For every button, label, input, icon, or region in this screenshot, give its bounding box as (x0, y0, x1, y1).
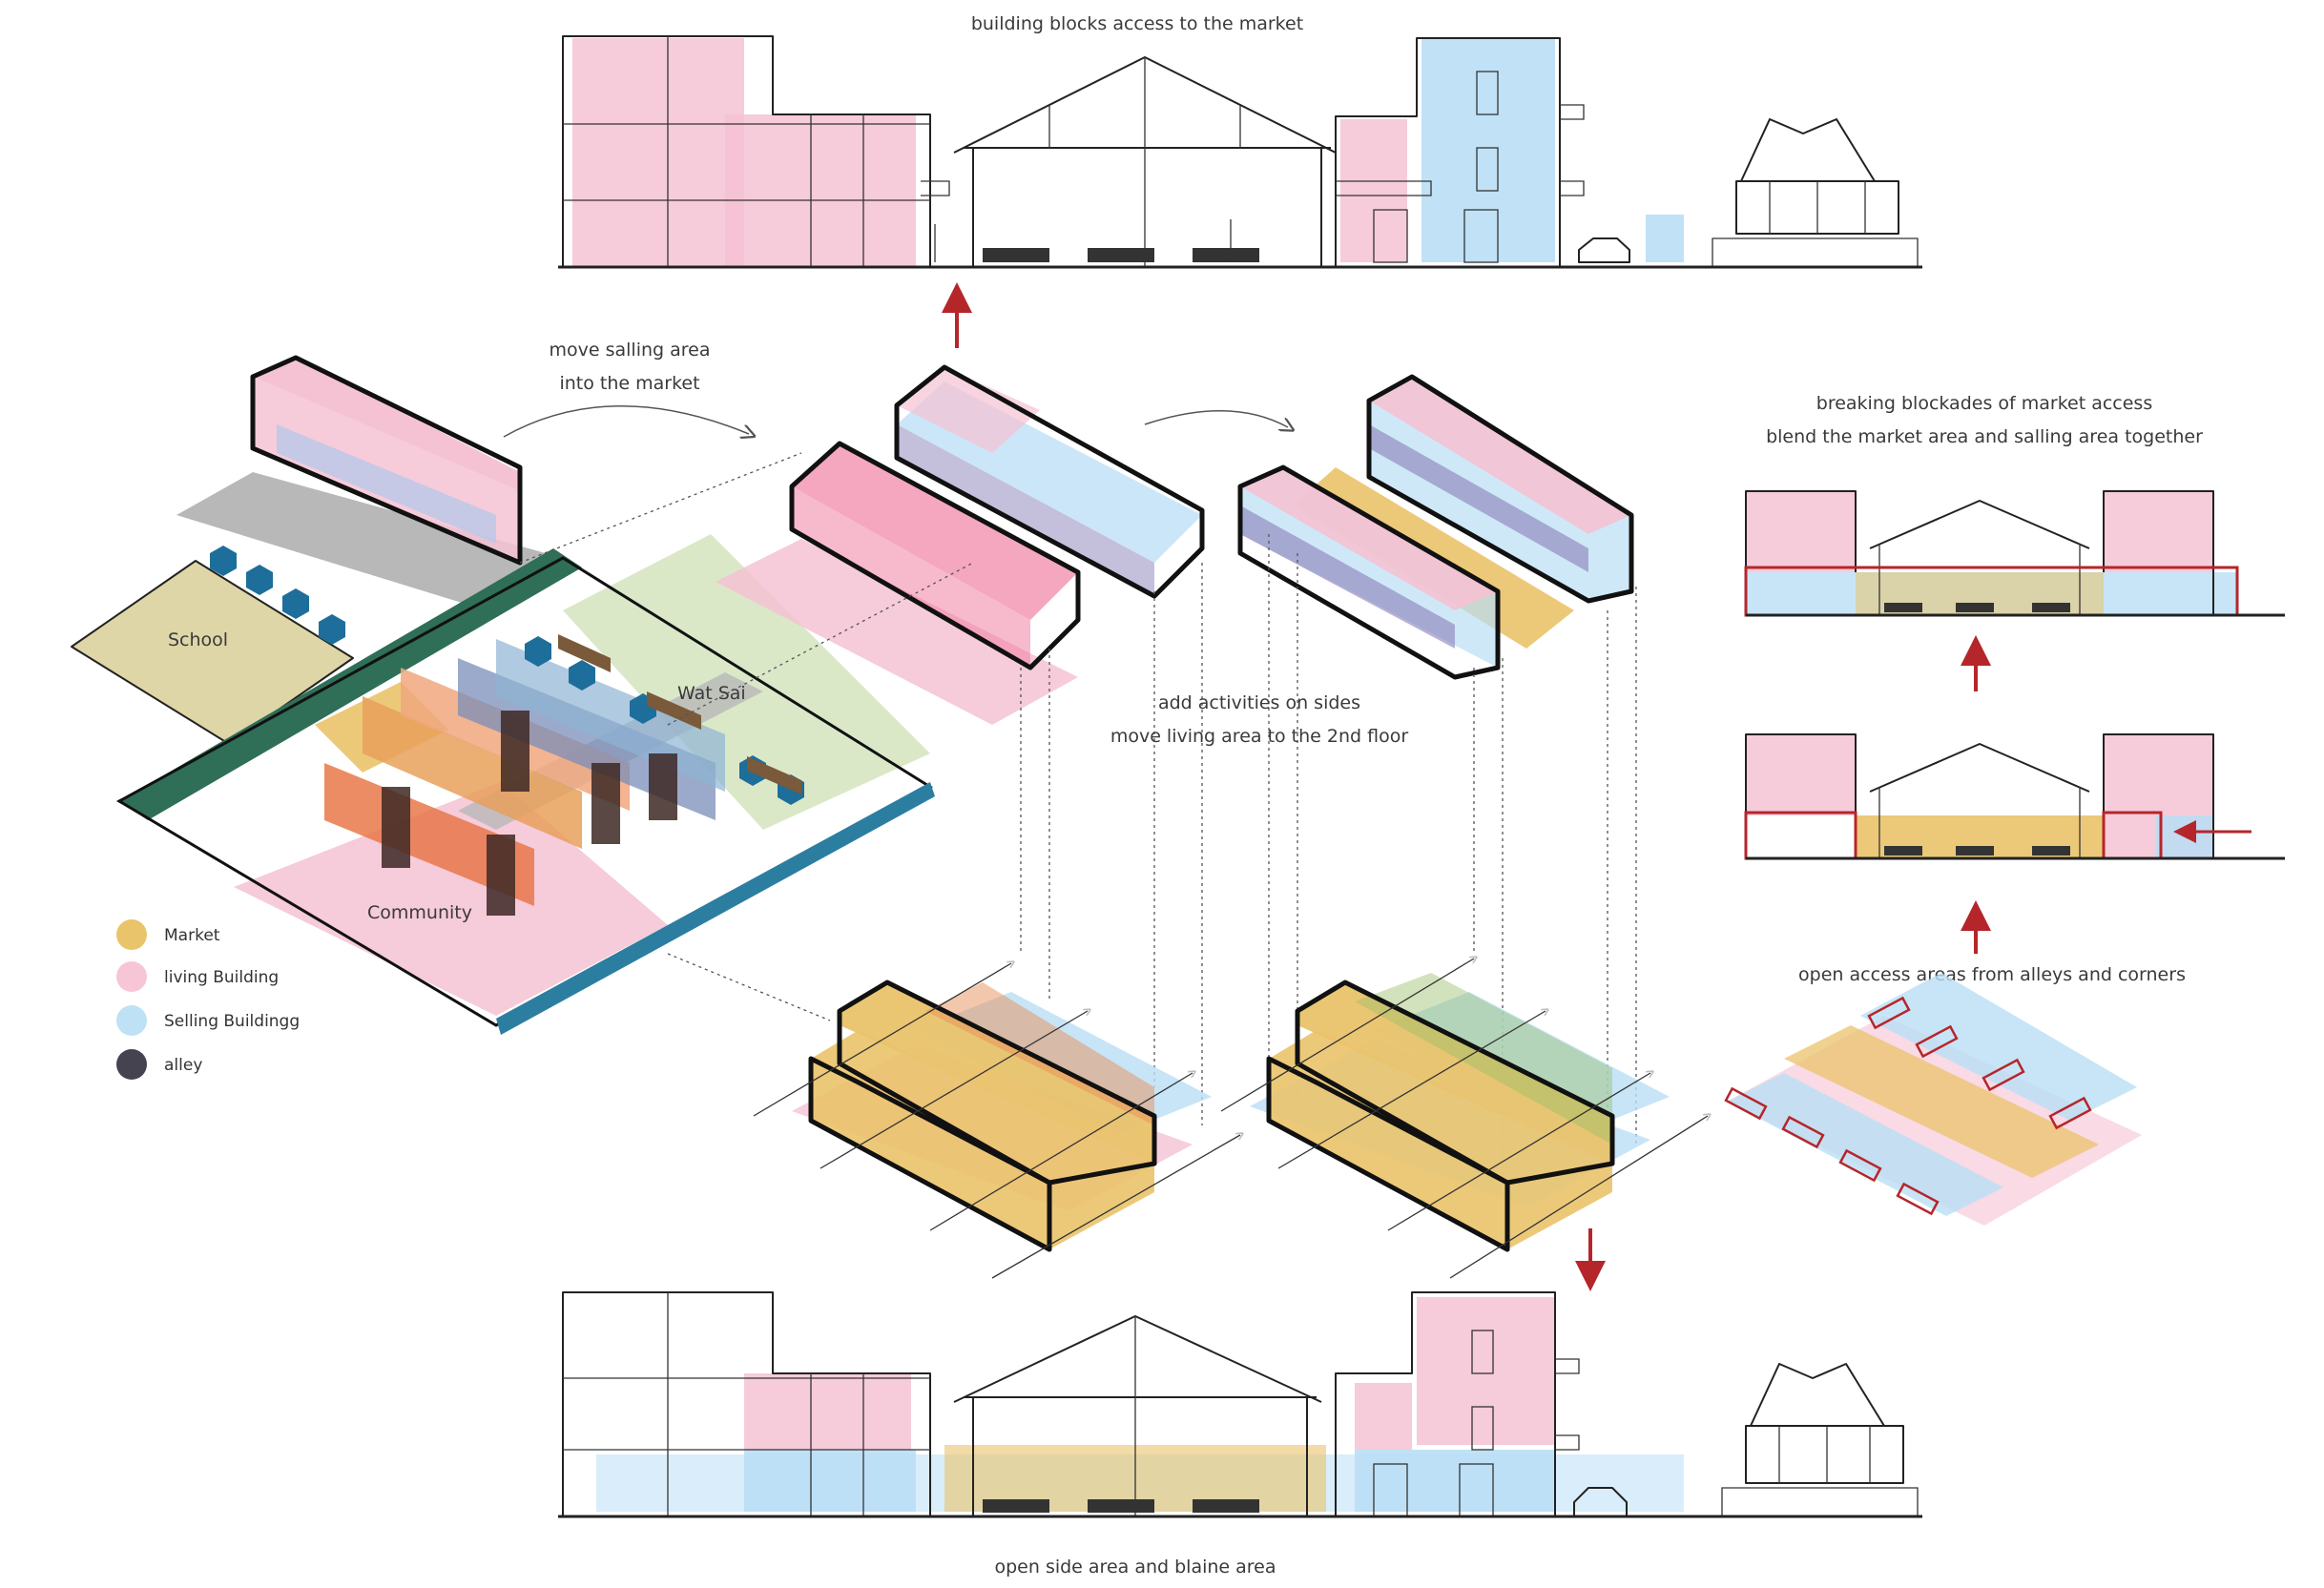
legend: Market living Building Selling Buildingg… (116, 919, 300, 1080)
middle-caption-line1: add activities on sides (1158, 692, 1360, 713)
market-blocks-2 (1220, 959, 1708, 1279)
market-blocks-1 (753, 963, 1240, 1279)
bottom-section (558, 1291, 1922, 1518)
site-label-school: School (168, 629, 228, 650)
right-top-caption-line1: breaking blockades of market access (1816, 393, 2152, 414)
legend-label-living: living Building (164, 968, 279, 987)
bottom-section-caption: open side area and blaine area (994, 1557, 1276, 1578)
arrow1-caption-line2: into the market (559, 373, 699, 394)
top-section-caption: building blocks access to the market (971, 13, 1303, 34)
middle-caption-line2: move living area to the 2nd floor (1110, 726, 1409, 747)
legend-swatch-living (116, 961, 147, 992)
access-grid-plan (1724, 973, 2142, 1226)
right-top-caption-line2: blend the market area and salling area t… (1766, 426, 2203, 447)
site-plan (71, 355, 935, 1035)
legend-swatch-selling (116, 1005, 147, 1036)
curved-arrow-icon-2 (1144, 409, 1288, 427)
right-section-upper (1744, 490, 2285, 617)
legend-item-market: Market (116, 919, 220, 950)
legend-label-selling: Selling Buildingg (164, 1012, 300, 1031)
legend-label-alley: alley (164, 1056, 202, 1075)
legend-swatch-alley (116, 1049, 147, 1080)
site-label-community: Community (367, 902, 472, 923)
arrow1-caption-line1: move salling area (550, 340, 711, 361)
curved-arrow-icon (503, 405, 749, 437)
exploded-blocks-1 (519, 364, 1205, 1125)
top-section (558, 35, 1922, 269)
right-bottom-caption: open access areas from alleys and corner… (1798, 964, 2186, 985)
legend-item-living: living Building (116, 961, 279, 992)
legend-item-alley: alley (116, 1049, 202, 1080)
legend-swatch-market (116, 919, 147, 950)
legend-item-selling: Selling Buildingg (116, 1005, 300, 1036)
site-label-wat-sai: Wat Sai (677, 683, 746, 704)
legend-label-market: Market (164, 926, 220, 945)
right-section-lower (1744, 733, 2285, 860)
exploded-blocks-2 (1237, 374, 1637, 1183)
